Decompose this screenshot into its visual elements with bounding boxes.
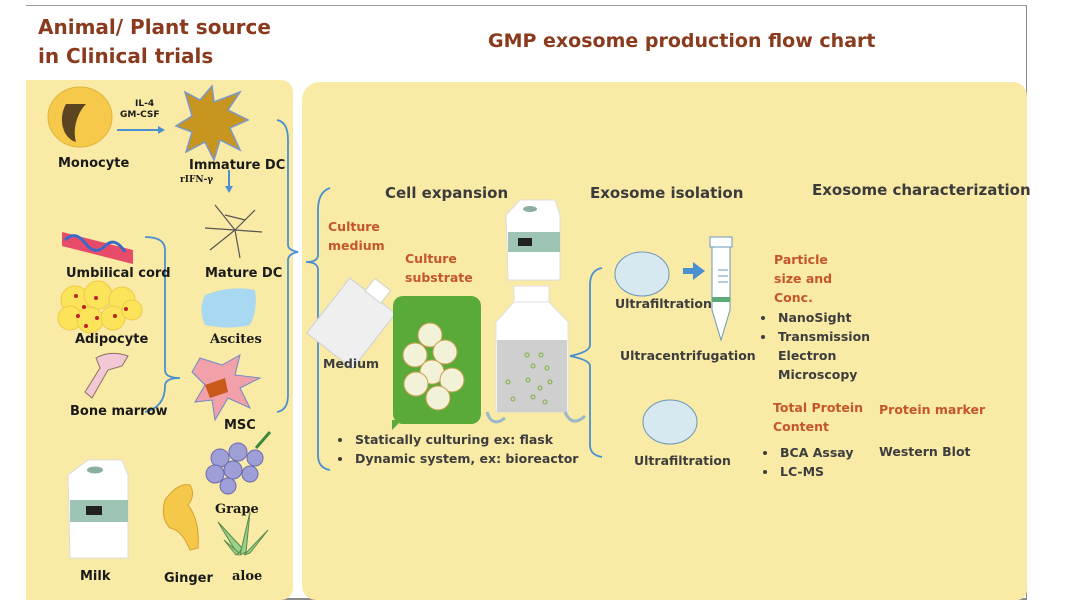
umbilical-cord-icon [62,232,133,264]
protein-marker-label: Protein marker [879,402,986,417]
protein-methods-list: BCA Assay LC-MS [760,443,880,481]
right-title: GMP exosome production flow chart [488,30,876,52]
culture-methods-list: Statically culturing ex: flask Dynamic s… [335,430,595,468]
culture-substrate-icon [392,296,481,430]
mature-dc-icon [204,204,263,259]
particle-line-1: Particle [774,252,828,267]
culture-medium-line-1: Culture [328,219,380,234]
msc-icon [191,354,262,422]
ultrafiltration-label-2: Ultrafiltration [634,453,731,468]
immature-dc-icon [174,84,250,163]
medium-bottle-icon [306,277,397,370]
ascites-label: Ascites [210,332,262,347]
adipocyte-label: Adipocyte [75,332,149,347]
medium-label: Medium [323,356,380,371]
adipocyte-icon [57,280,143,334]
bone-marrow-label: Bone marrow [70,404,168,419]
total-protein-label: Total Protein Content [773,398,863,436]
monocyte-label: Monocyte [58,156,130,171]
mature-dc-label: Mature DC [205,266,283,281]
exosome-characterization-header: Exosome characterization [812,181,1031,199]
bone-marrow-icon [84,352,129,399]
grape-icon [205,442,264,495]
rifn-label: rIFN-γ [180,175,214,185]
bioreactor-bottle-icon [495,285,569,413]
culture-substrate-line-1: Culture [405,251,457,266]
ultrafiltration-icon-2 [642,399,698,445]
total-protein-line-1: Total Protein [773,400,864,415]
ginger-icon [162,484,199,551]
grape-label: Grape [215,502,259,517]
total-protein-line-2: Content [773,419,829,434]
milk-label: Milk [80,569,111,584]
culture-medium-line-2: medium [328,238,385,253]
left-title-line-1: Animal/ Plant source [38,15,271,39]
milk-carton-icon [67,459,129,559]
aloe-label: aloe [232,569,263,584]
ultrafiltration-label-1: Ultrafiltration [615,296,712,311]
msc-label: MSC [224,418,256,433]
protein-method-item: LC-MS [778,462,880,481]
culture-substrate-label: Culture substrate [405,249,473,287]
aloe-icon [217,511,269,556]
milk-carton-top-icon [505,199,561,281]
ultracentrifugation-label: Ultracentrifugation [620,348,756,363]
centrifuge-tube-icon [709,236,733,342]
culture-substrate-line-2: substrate [405,270,473,285]
culture-medium-label: Culture medium [328,217,385,255]
ginger-label: Ginger [164,571,213,586]
umbilical-cord-label: Umbilical cord [66,266,171,281]
culture-method-item: Dynamic system, ex: bioreactor [353,449,595,468]
culture-method-item: Statically culturing ex: flask [353,430,595,449]
particle-method-item: NanoSight [776,308,898,327]
particle-methods-list: NanoSight Transmission Electron Microsco… [758,308,898,384]
right-arrow-icon [683,262,705,280]
left-title-line-2: in Clinical trials [38,44,214,68]
particle-line-2: size and [774,271,833,286]
western-blot-label: Western Blot [879,444,971,459]
monocyte-icon [47,86,113,148]
protein-method-item: BCA Assay [778,443,880,462]
exosome-isolation-header: Exosome isolation [590,184,744,202]
ultrafiltration-icon-1 [614,251,670,297]
particle-line-3: Conc. [774,290,813,305]
gmcsf-label: GM-CSF [120,110,160,120]
particle-size-label: Particle size and Conc. [774,250,832,307]
immature-dc-label: Immature DC [189,158,286,173]
recirculation-arrows [485,411,587,424]
cell-expansion-header: Cell expansion [385,184,509,202]
il4-label: IL-4 [135,99,155,109]
ascites-icon [201,288,256,328]
left-title: Animal/ Plant source in Clinical trials [38,13,271,71]
particle-method-item: Transmission Electron Microscopy [776,327,898,384]
